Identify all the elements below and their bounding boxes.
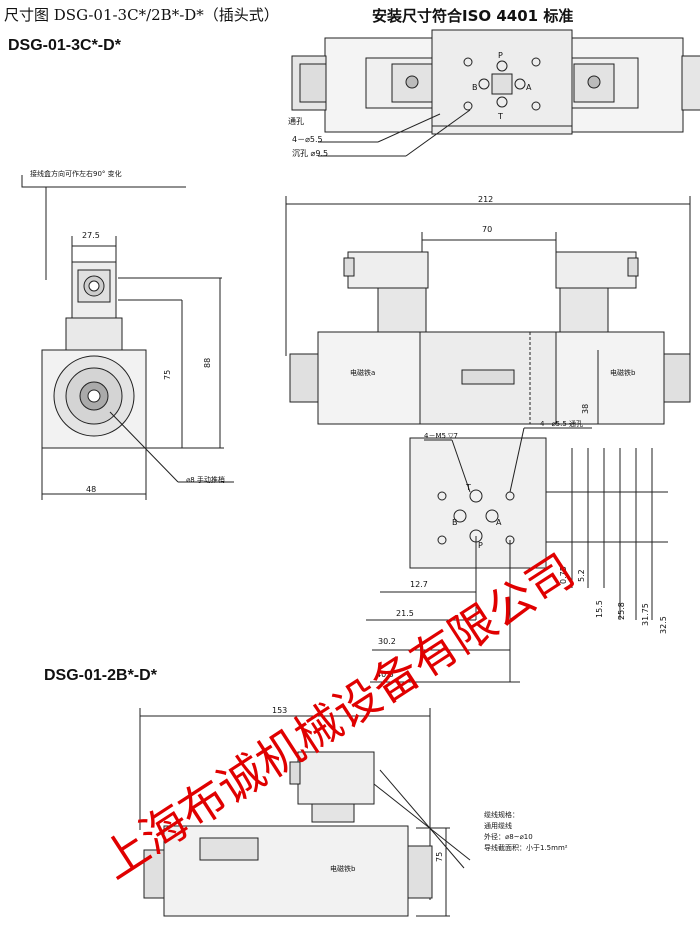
cable-od: 外径：⌀8~⌀10 (484, 833, 533, 841)
hole-size-label: 4－⌀5.5 (292, 135, 323, 144)
dim-70: 70 (482, 225, 493, 234)
port-b-top: B (472, 83, 478, 92)
drawing-title: 尺寸图 DSG-01-3C*/2B*-D*（插头式） (4, 6, 279, 24)
rotation-note-leader (21, 175, 186, 188)
counterbore-label: 沉孔 ⌀9.5 (292, 149, 329, 158)
top-view (291, 29, 700, 157)
dim-32-5: 32.5 (659, 616, 668, 634)
dim-30-2: 30.2 (378, 637, 396, 646)
cable-area: 导线截面积：小于1.5mm² (484, 844, 568, 852)
dim-38: 38 (581, 403, 590, 414)
mount-face (409, 437, 547, 569)
dim-75-bottom: 75 (435, 851, 444, 862)
side-view (21, 175, 234, 500)
mounting-pattern (366, 427, 668, 683)
cable-type: 通用缆线 (484, 822, 512, 830)
dim-15-5: 15.5 (595, 600, 604, 618)
port-p-mount: P (478, 541, 483, 550)
dim-88: 88 (203, 357, 212, 368)
dim-48: 48 (86, 485, 97, 494)
dim-212: 212 (478, 195, 494, 204)
dim-0-75: 0.75 (559, 566, 568, 584)
port-a-top: A (526, 83, 532, 92)
front-view (285, 196, 691, 425)
bottom-view (139, 708, 471, 917)
manual-override-label: ⌀8 手动推梢 (186, 476, 225, 484)
bottom-connector (297, 751, 375, 805)
port-b-mount: B (452, 518, 458, 527)
dim-75-side: 75 (163, 369, 172, 380)
port-t-mount: T (466, 483, 471, 492)
port-p-top: P (498, 51, 503, 60)
dim-5-2: 5.2 (577, 569, 586, 582)
dim-12-7: 12.7 (410, 580, 428, 589)
cable-spec-title: 缆线规格： (484, 811, 519, 819)
solenoid-b-label: 电磁铁b (610, 369, 636, 377)
front-connector-b (555, 251, 637, 289)
dim-27-5: 27.5 (82, 231, 100, 240)
dim-21-5: 21.5 (396, 609, 414, 618)
dim-31-75: 31.75 (641, 603, 650, 626)
port-t-top: T (498, 112, 503, 121)
standard-note: 安装尺寸符合ISO 4401 标准 (372, 7, 574, 25)
through-hole-mount: 4－⌀5.5 通孔 (540, 420, 584, 428)
dim-40-5: 40.5 (376, 670, 394, 679)
port-a-mount: A (496, 518, 502, 527)
model-label-bottom: DSG-01-2B*-D* (44, 667, 157, 684)
front-connector-a (347, 251, 429, 289)
dim-25-8: 25.8 (617, 602, 626, 620)
solenoid-a-label: 电磁铁a (350, 369, 376, 377)
solenoid-b-bottom: 电磁铁b (330, 865, 356, 873)
through-hole-label: 通孔 (288, 117, 304, 126)
top-right-cap (681, 55, 700, 111)
dim-m5: 4－M5 ▽7 (424, 432, 459, 440)
dim-153: 153 (272, 706, 288, 715)
model-label-top: DSG-01-3C*-D* (8, 37, 121, 54)
rotation-note: 接线盒方向可作左右90° 变化 (30, 170, 122, 178)
